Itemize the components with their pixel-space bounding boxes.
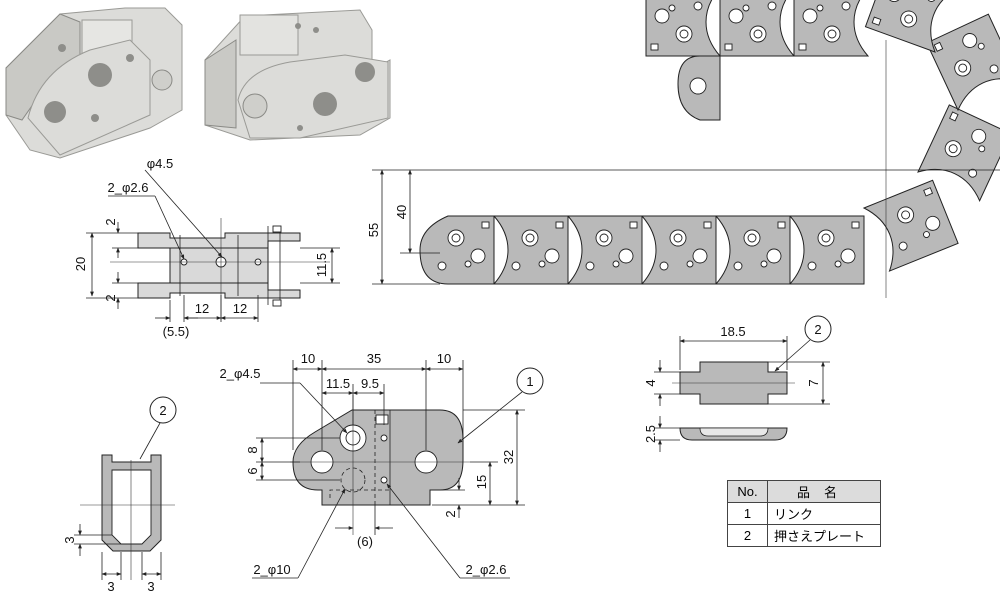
- header-name: 品名: [767, 480, 881, 503]
- dim-2-bottom: 2: [103, 294, 118, 301]
- dim-11-5: 11.5: [314, 253, 329, 277]
- dim-11-5-plan: 11.5: [326, 376, 350, 391]
- balloon-2-u-label: 2: [159, 403, 166, 418]
- chain-link: [788, 215, 865, 285]
- chain-link: [862, 179, 959, 272]
- balloon-2-u: [149, 396, 177, 424]
- chain-view: [419, 0, 1000, 285]
- chain-link: [714, 215, 791, 285]
- link-plan-view: 10 35 10 11.5 9.5 2_φ4.5 8 6 32 15 2: [220, 351, 544, 579]
- chain-end-hole: [689, 77, 707, 95]
- dim-2-phi4-5: 2_φ4.5: [220, 366, 261, 381]
- header-no: No.: [727, 480, 768, 503]
- chain-link: [640, 215, 717, 285]
- dim-3-bottom-right: 3: [147, 579, 154, 593]
- chain-link: [917, 104, 1000, 202]
- chain-dims: 55 40: [366, 40, 1000, 298]
- dim-6-paren: (6): [357, 534, 373, 549]
- dim-35: 35: [367, 351, 381, 366]
- u-section-view: 2 3 3 3: [62, 396, 177, 593]
- dim-15: 15: [474, 475, 489, 489]
- dim-9-5: 9.5: [361, 376, 379, 391]
- row-name: 押さえプレート: [767, 524, 881, 547]
- balloon-1: [516, 367, 544, 395]
- dim-4: 4: [643, 379, 658, 386]
- balloon-2-plate-label: 2: [814, 322, 821, 337]
- dim-8: 8: [245, 446, 260, 453]
- dim-10-left: 10: [301, 351, 315, 366]
- dim-2-phi10: 2_φ10: [253, 562, 290, 577]
- balloon-1-label: 1: [526, 374, 533, 389]
- chain-link: [492, 215, 569, 285]
- chain-link: [719, 0, 796, 57]
- dim-18-5: 18.5: [720, 324, 745, 339]
- chain-link: [864, 0, 960, 53]
- dim-phi4-5: φ4.5: [147, 156, 174, 171]
- dim-6: 6: [245, 467, 260, 474]
- table-row: 2 押さえプレート: [727, 524, 881, 547]
- link-photo-front: [5, 7, 183, 159]
- dim-2-phi2-6: 2_φ2.6: [108, 180, 149, 195]
- row-name: リンク: [767, 502, 881, 525]
- chain-link: [419, 215, 495, 285]
- dim-32: 32: [501, 450, 516, 464]
- dim-2-phi2-6-plan: 2_φ2.6: [466, 562, 507, 577]
- table-row: 1 リンク: [727, 502, 881, 525]
- dim-2-top: 2: [103, 218, 118, 225]
- dim-2-5: 2.5: [643, 425, 658, 443]
- parts-table: No. 品名 1 リンク 2 押さえプレート: [727, 480, 881, 547]
- dim-20: 20: [73, 257, 88, 271]
- dim-3-side: 3: [62, 536, 77, 543]
- dim-12-left: 12: [195, 301, 209, 316]
- dim-7: 7: [806, 379, 821, 386]
- link-photo-back: [204, 9, 391, 141]
- chain-link: [793, 0, 870, 57]
- side-view: 20 2 2 11.5 12 12 (5.5) φ4.5 2_φ2.6: [73, 156, 340, 339]
- plate-view: 18.5 2 4 7 2.5: [643, 315, 832, 452]
- dim-5-5-paren: (5.5): [163, 324, 190, 339]
- balloon-2-plate: [804, 315, 832, 343]
- row-no: 1: [727, 502, 768, 525]
- dim-55: 55: [366, 223, 381, 237]
- dim-3-bottom-left: 3: [107, 579, 114, 593]
- chain-link: [645, 0, 722, 57]
- dim-10-right: 10: [437, 351, 451, 366]
- dim-12-right: 12: [233, 301, 247, 316]
- chain-link: [926, 13, 1000, 112]
- parts-table-header: No. 品名: [727, 480, 881, 503]
- dim-40: 40: [394, 205, 409, 219]
- dim-2-plan: 2: [443, 510, 458, 517]
- row-no: 2: [727, 524, 768, 547]
- chain-link: [566, 215, 643, 285]
